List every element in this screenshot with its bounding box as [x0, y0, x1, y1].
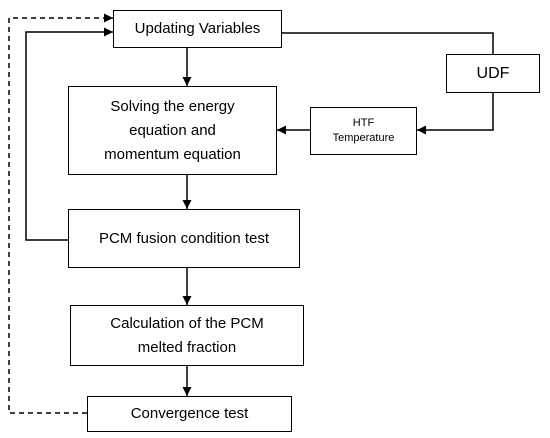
node-htf-line-1: HTF	[352, 117, 375, 129]
node-solving-equations: Solving the energy equation and momentum…	[68, 86, 277, 175]
node-htf-temperature: HTF Temperature	[310, 107, 417, 155]
node-calculation-line-2: melted fraction	[137, 338, 237, 356]
node-updating-variables: Updating Variables	[113, 10, 282, 48]
node-pcm-melted-fraction: Calculation of the PCM melted fraction	[70, 305, 304, 366]
node-pcm-fusion-test: PCM fusion condition test	[68, 209, 300, 268]
edge-updating-to-udf	[282, 32, 494, 54]
edge-fusion-to-updating	[25, 27, 113, 241]
node-solving-line-2: equation and	[129, 121, 216, 139]
node-calculation-line-1: Calculation of the PCM	[110, 314, 264, 332]
node-udf-label: UDF	[476, 64, 510, 82]
node-convergence-test: Convergence test	[87, 396, 292, 432]
node-solving-line-1: Solving the energy	[110, 97, 235, 115]
node-solving-line-3: momentum equation	[104, 145, 241, 163]
node-fusion-label: PCM fusion condition test	[98, 229, 270, 247]
edge-convergence-to-updating-dashed	[8, 13, 113, 414]
node-udf: UDF	[446, 54, 540, 93]
node-updating-variables-label: Updating Variables	[134, 20, 261, 37]
node-convergence-label: Convergence test	[130, 405, 249, 422]
edge-udf-to-htf	[417, 93, 494, 135]
node-htf-line-2: Temperature	[332, 132, 395, 144]
